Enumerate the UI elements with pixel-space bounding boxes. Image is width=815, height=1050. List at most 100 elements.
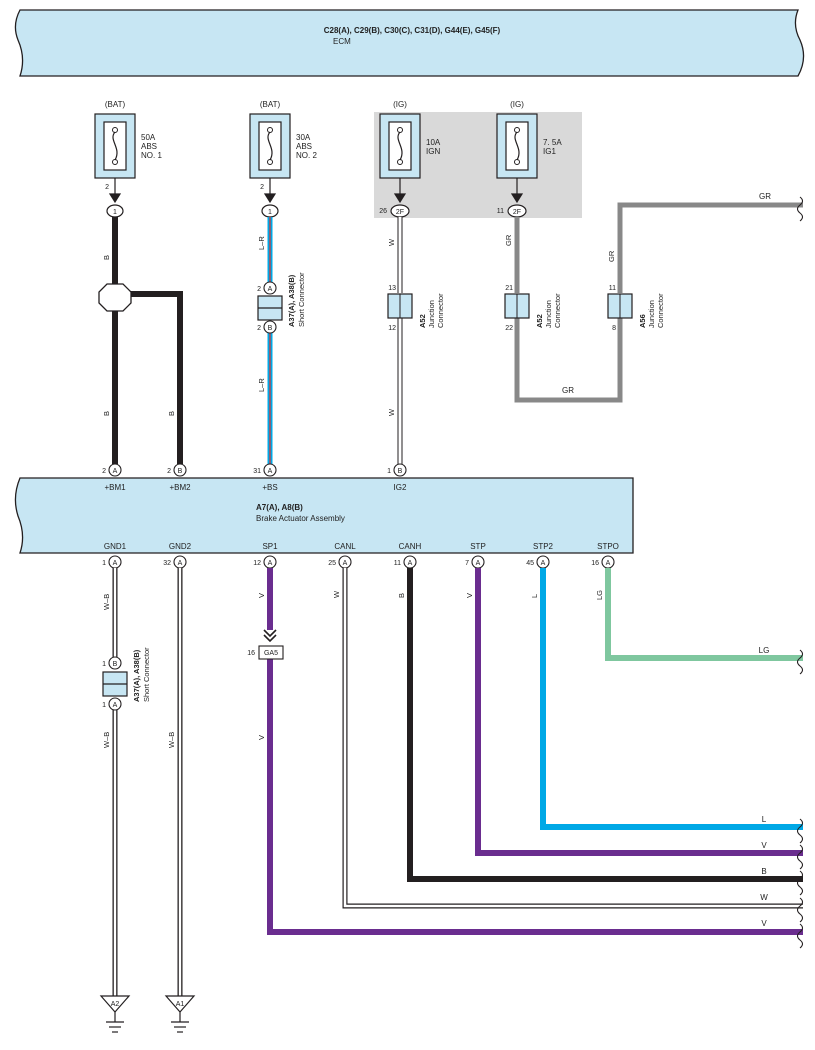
top-pin-number: 2 [167, 468, 171, 475]
label-v-sp1-upper: V [257, 593, 266, 598]
top-pin-letter: B [398, 468, 403, 475]
lower-wire-labels: W–B W–B W–B V V W B V L LG LG L V B W V [102, 590, 769, 928]
wire-v-stp [475, 568, 803, 856]
label-w-ign-lower: W [387, 408, 396, 416]
fuse3-conn-pin: 2F [396, 209, 404, 216]
junction2-pin-in: 21 [505, 285, 513, 292]
label-gr-exit: GR [759, 192, 771, 201]
label-l-stp2: L [530, 594, 539, 598]
top-pin-number: 31 [253, 468, 261, 475]
label-lg-stpo: LG [595, 590, 604, 600]
junction2-code: A52 [535, 314, 544, 328]
bottom-pin-number: 16 [591, 560, 599, 567]
bottom-pin-number: 7 [465, 560, 469, 567]
ecm-codes: C28(A), C29(B), C30(C), C31(D), G44(E), … [324, 26, 501, 35]
short-upper-pin-bottom: 2 [257, 325, 261, 332]
fuse3-rating: 10A [426, 138, 441, 147]
top-pin-number: 2 [102, 468, 106, 475]
ga5-connector: GA5 16 [247, 629, 284, 660]
junction1-pin-in: 13 [388, 285, 396, 292]
junction3-name1: Junction [647, 300, 656, 328]
bottom-pin-letter: A [268, 560, 273, 567]
junction1-pin-out: 12 [388, 325, 396, 332]
top-pin-name: +BS [262, 483, 277, 492]
brake-actuator-box: A7(A), A8(B) Brake Actuator Assembly [14, 477, 634, 554]
label-gr-bottom: GR [562, 386, 574, 395]
bottom-pin-number: 11 [394, 560, 401, 567]
bottom-pin-number: 25 [328, 560, 336, 567]
fuse-connector-pins: 1 1 2F 2F [106, 204, 527, 218]
label-b-lower1: B [102, 411, 111, 416]
junction-a52-ig2: 13 12 A52 Junction Connector [387, 285, 445, 332]
ground-a2: A2 [99, 995, 131, 1033]
wire-break-marks [796, 196, 804, 949]
junction-a52-ig1: 21 22 A52 Junction Connector [504, 285, 562, 332]
bottom-pin-letter: A [178, 560, 183, 567]
junction3-name2: Connector [656, 293, 665, 328]
actuator-bottom-pin: A 11 CANH [394, 542, 422, 569]
actuator-bottom-pin: A 25 CANL [328, 542, 356, 569]
bottom-pin-number: 45 [526, 560, 534, 567]
label-b-lower2: B [167, 411, 176, 416]
wire-v-sp1 [267, 568, 803, 935]
short-lower-letter-bottom: A [113, 702, 118, 709]
bottom-pin-name: CANH [399, 542, 422, 551]
fuse-abs-no1: (BAT) 50A ABS NO. 1 2 [94, 100, 162, 191]
bottom-pin-number: 12 [253, 560, 261, 567]
short-lower-pin-top: 1 [102, 661, 106, 668]
fuse2-line2: ABS [296, 142, 312, 151]
wire-b-canh [407, 568, 803, 882]
bottom-pin-name: STP [470, 542, 486, 551]
bottom-pin-letter: A [408, 560, 413, 567]
label-w-ign-upper: W [387, 238, 396, 246]
ecm-box: C28(A), C29(B), C30(C), C31(D), G44(E), … [14, 9, 805, 77]
fuse4-rating: 7. 5A [543, 138, 562, 147]
actuator-name: Brake Actuator Assembly [256, 514, 345, 523]
top-pin-name: +BM2 [169, 483, 191, 492]
fuse4-source: (IG) [510, 100, 524, 109]
bottom-pin-letter: A [606, 560, 611, 567]
short-lower-code: A37(A), A38(B) [132, 649, 141, 702]
bottom-pin-name: CANL [334, 542, 356, 551]
fuse3-line2: IGN [426, 147, 440, 156]
actuator-top-pin: A31+BS [253, 463, 278, 492]
wire-w-canl [342, 568, 803, 909]
label-v-stp: V [465, 593, 474, 598]
ecm-name: ECM [333, 37, 351, 46]
fuse2-source: (BAT) [260, 100, 281, 109]
short-upper-code: A37(A), A38(B) [287, 274, 296, 327]
label-exit-v1: V [761, 841, 767, 850]
bottom-pin-name: STP2 [533, 542, 554, 551]
fuse3-source: (IG) [393, 100, 407, 109]
short-connector-upper: A B 2 2 A37(A), A38(B) Short Connector [257, 272, 306, 334]
short-lower-pin-bottom: 1 [102, 702, 106, 709]
ga5-label: GA5 [264, 650, 278, 657]
label-wb-gnd1-upper: W–B [102, 594, 111, 610]
bottom-pin-number: 1 [102, 560, 106, 567]
fuse2-out-pin: 2 [260, 184, 264, 191]
junction2-name1: Junction [544, 300, 553, 328]
top-pin-letter: B [178, 468, 183, 475]
junction1-name1: Junction [427, 300, 436, 328]
fuse2-conn-pin: 1 [268, 209, 272, 216]
top-pin-name: IG2 [394, 483, 407, 492]
fuse-abs-no2: (BAT) 30A ABS NO. 2 2 [249, 100, 317, 191]
splice-point [98, 283, 132, 312]
bottom-pin-name: SP1 [262, 542, 278, 551]
actuator-bottom-pins: A1GND1A32GND2A12SP1A25CANLA11CANHA7STPA4… [102, 542, 619, 569]
fuse4-line2: IG1 [543, 147, 556, 156]
label-exit-w: W [760, 893, 768, 902]
bottom-pin-number: 32 [163, 560, 171, 567]
fuse2-line3: NO. 2 [296, 151, 317, 160]
short-lower-name: Short Connector [142, 647, 151, 702]
bottom-pin-letter: A [343, 560, 348, 567]
fuse1-source: (BAT) [105, 100, 126, 109]
junction3-pin-in: 11 [609, 285, 616, 292]
fuse1-out-pin: 2 [105, 184, 109, 191]
junction2-pin-out: 22 [505, 325, 513, 332]
